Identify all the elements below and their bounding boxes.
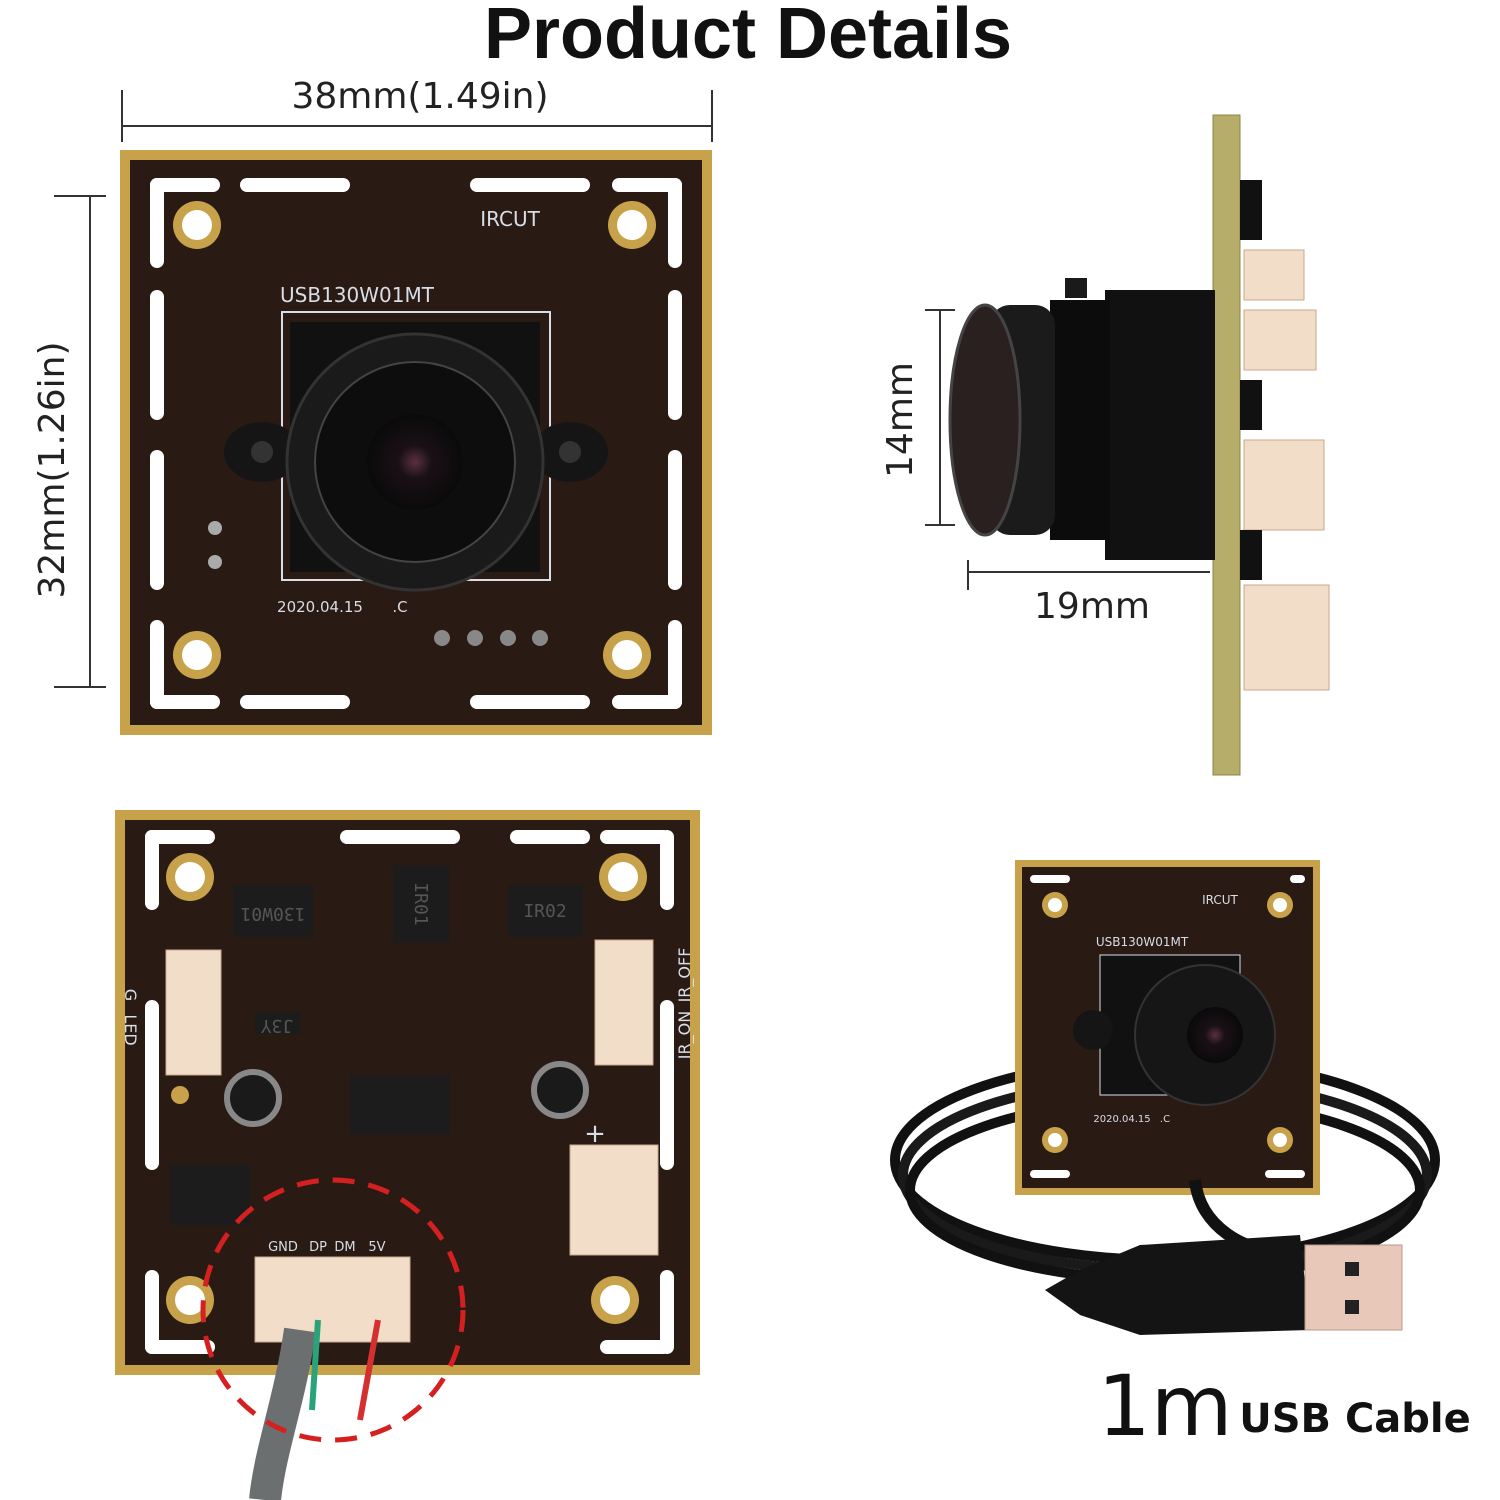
usb-plug: [1045, 1235, 1310, 1335]
5v-label: 5V: [368, 1240, 385, 1255]
power-connector: [569, 1144, 659, 1256]
front-pcb: IRCUT USB130W01MT 2020.04.15 .C: [120, 150, 712, 735]
cable-date-silkscreen: 2020.04.15: [1093, 1114, 1150, 1125]
cable-rev-silkscreen: .C: [1160, 1114, 1170, 1125]
back-view: 130W01 IR01 IR02 J3Y G LED IR_ON IR_OFF …: [115, 810, 700, 1500]
usb-pin-highlight-circle: [200, 1177, 466, 1443]
model-silkscreen: USB130W01MT: [280, 283, 435, 307]
side-pcb: [1212, 114, 1241, 776]
cable-caption: USB Cable: [1239, 1396, 1471, 1442]
ir-on-label: IR_ON: [675, 1011, 695, 1059]
date-silkscreen: 2020.04.15: [277, 598, 363, 616]
g-label: G: [121, 989, 140, 1001]
chip-ir01: IR01: [410, 882, 431, 925]
plus-label: +: [584, 1119, 606, 1149]
chip-ir02: IR02: [523, 901, 566, 922]
cable-model-silkscreen: USB130W01MT: [1096, 935, 1189, 949]
width-label: 38mm(1.49in): [291, 76, 548, 117]
usb-plug-metal: [1304, 1244, 1403, 1331]
side-view: 14mm 19mm: [880, 114, 1330, 776]
usb-connector: [254, 1256, 411, 1343]
cable-ircut-silkscreen: IRCUT: [1202, 893, 1238, 907]
ir-off-label: IR_OFF: [675, 948, 695, 1003]
ir-connector: [594, 939, 654, 1066]
depth-dimension: 19mm: [967, 560, 1210, 627]
ircut-silkscreen: IRCUT: [480, 207, 540, 231]
depth-label: 19mm: [1034, 586, 1150, 627]
gnd-label: GND: [268, 1240, 298, 1255]
led-label: LED: [121, 1014, 140, 1045]
side-lens: [948, 303, 1022, 537]
chip-130w01: 130W01: [240, 903, 305, 924]
rev-silkscreen: .C: [392, 598, 407, 616]
width-dimension: 38mm(1.49in): [121, 76, 713, 142]
dp-label: DP: [309, 1240, 327, 1255]
cable-length: 1m: [1097, 1357, 1232, 1455]
height-label: 32mm(1.26in): [32, 341, 73, 598]
front-view: 38mm(1.49in) 32mm(1.26in) IRCUT: [32, 76, 713, 735]
usb-wire-bundle: [249, 1327, 316, 1500]
page-title: Product Details: [484, 0, 1012, 74]
led-connector: [165, 949, 222, 1076]
lens-height-dimension: 14mm: [880, 309, 955, 526]
cable-view: IRCUT USB130W01MT 2020.04.15 .C 1m USB C…: [890, 860, 1471, 1455]
lens-height-label: 14mm: [880, 362, 921, 478]
dm-label: DM: [334, 1240, 355, 1255]
height-dimension: 32mm(1.26in): [32, 195, 106, 688]
chip-j3y: J3Y: [261, 1015, 294, 1036]
